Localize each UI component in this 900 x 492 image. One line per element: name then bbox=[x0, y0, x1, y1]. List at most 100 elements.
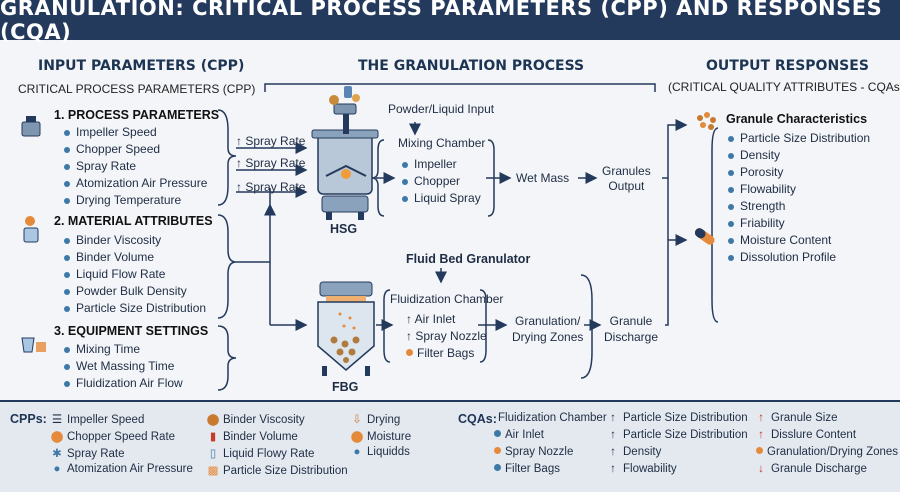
list-item: Friability bbox=[726, 215, 870, 232]
list-item: Powder Bulk Density bbox=[62, 283, 206, 300]
spray-nozzle-label: ↑ Spray Nozzle bbox=[406, 329, 487, 343]
mixing-chamber-list: Impeller Chopper Liquid Spray bbox=[400, 156, 481, 207]
granules-output-label: Granules Output bbox=[602, 164, 651, 194]
legend-text: Disslure Content bbox=[771, 429, 857, 441]
output-responses-list: Particle Size Distribution Density Poros… bbox=[726, 130, 870, 266]
input-subheader: CRITICAL PROCESS PARAMETERS (CPP) bbox=[18, 82, 256, 96]
fbg-machine-illustration bbox=[317, 281, 375, 376]
list-item: Binder Volume bbox=[62, 249, 206, 266]
list-item: Liquid Spray bbox=[400, 190, 481, 207]
list-item: Moisture Content bbox=[726, 232, 870, 249]
group-title-material-attributes: 2. MATERIAL ATTRIBUTES bbox=[54, 214, 213, 228]
list-item: Flowability bbox=[726, 181, 870, 198]
process-parameters-list: Impeller Speed Chopper Speed Spray Rate … bbox=[62, 124, 207, 209]
legend-text: Granulation/Drying Zones bbox=[767, 446, 899, 458]
up-arrow-icon: ↑ bbox=[610, 463, 616, 475]
legend-item: ⬤Moisture bbox=[350, 429, 412, 443]
spray-icon: ✱ bbox=[52, 448, 62, 460]
legend-item: ↑Density bbox=[606, 446, 661, 458]
binder-icon: ⬤ bbox=[206, 414, 220, 426]
filter-bags-dot bbox=[406, 349, 413, 356]
down-arrow-icon: ⇩ bbox=[352, 414, 362, 426]
moisture-drop-icon: ⬤ bbox=[350, 431, 364, 443]
zones-line: Granulation/ bbox=[515, 314, 581, 328]
legend: CPPs: ☰Impeller Speed ⬤Chopper Speed Rat… bbox=[0, 400, 900, 492]
legend-text: Moisture bbox=[367, 431, 412, 443]
list-item: Wet Massing Time bbox=[62, 358, 183, 375]
legend-text: Impeller Speed bbox=[67, 414, 145, 426]
legend-item: ●Atomization Air Pressure bbox=[50, 463, 193, 475]
page-title: GRANULATION: CRITICAL PROCESS PARAMETERS… bbox=[0, 0, 900, 44]
spray-rate-text: Spray Rate bbox=[245, 156, 306, 170]
discharge-line: Discharge bbox=[604, 330, 659, 344]
legend-item: Fluidization Chamber bbox=[498, 412, 607, 424]
legend-item: ↑ Disslure Content bbox=[754, 429, 856, 441]
input-icons bbox=[21, 116, 46, 353]
flow-connectors bbox=[21, 83, 719, 391]
group-title-equipment-settings: 3. EQUIPMENT SETTINGS bbox=[54, 324, 209, 338]
list-item: Chopper bbox=[400, 173, 481, 190]
list-item: Liquid Flow Rate bbox=[62, 266, 206, 283]
bullet-icon bbox=[494, 464, 501, 471]
legend-item: ⬤Chopper Speed Rate bbox=[50, 429, 176, 443]
list-item: Strength bbox=[726, 198, 870, 215]
list-item: Particle Size Distribution bbox=[726, 130, 870, 147]
legend-item: ⬤Binder Viscosity bbox=[206, 412, 305, 426]
legend-item: ↑ Particle Size Distribution bbox=[606, 429, 748, 441]
down-arrow-red-icon: ↓ bbox=[758, 463, 764, 475]
legend-text: Particle Size Distribution bbox=[623, 412, 748, 424]
spray-rate-label: ↑ Spray Rate bbox=[236, 180, 306, 194]
beaker-icon: ▯ bbox=[209, 448, 217, 460]
wet-mass-label: Wet Mass bbox=[516, 171, 570, 185]
discharge-line: Granule bbox=[609, 314, 653, 328]
legend-text: Liquidds bbox=[367, 446, 410, 458]
cup-icon: ▩ bbox=[207, 465, 219, 477]
filter-bags-label: Filter Bags bbox=[406, 346, 474, 360]
legend-text: Particle Size Distribution bbox=[223, 465, 348, 477]
bullet-icon bbox=[756, 447, 763, 454]
list-item: Density bbox=[726, 147, 870, 164]
legend-item: ● Liquidds bbox=[350, 446, 410, 458]
material-attributes-list: Binder Viscosity Binder Volume Liquid Fl… bbox=[62, 232, 206, 317]
list-item: Fluidization Air Flow bbox=[62, 375, 183, 392]
list-item: Impeller bbox=[400, 156, 481, 173]
air-inlet-text: Air Inlet bbox=[414, 312, 456, 326]
hsg-machine-illustration bbox=[311, 86, 379, 220]
legend-text: Binder Viscosity bbox=[223, 414, 305, 426]
list-item: Impeller Speed bbox=[62, 124, 207, 141]
cqas-label: CQAs: bbox=[458, 412, 497, 426]
legend-text: Spray Rate bbox=[67, 448, 125, 460]
legend-text: Liquid Flowy Rate bbox=[223, 448, 315, 460]
legend-item: ↑ Flowability bbox=[606, 463, 677, 475]
list-item: Dissolution Profile bbox=[726, 249, 870, 266]
up-arrow-icon: ↑ bbox=[610, 429, 616, 441]
spray-nozzle-text: Spray Nozzle bbox=[415, 329, 487, 343]
mixing-chamber-title: Mixing Chamber bbox=[398, 136, 486, 150]
output-subheader: (CRITICAL QUALITY ATTRIBUTES - CQAs) bbox=[668, 80, 900, 94]
legend-text: Chopper Speed Rate bbox=[67, 431, 176, 443]
fluidization-chamber-title: Fluidization Chamber bbox=[390, 292, 504, 306]
list-item: Spray Rate bbox=[62, 158, 207, 175]
air-inlet-label: ↑ Air Inlet bbox=[406, 312, 456, 326]
spray-rate-text: Spray Rate bbox=[245, 180, 306, 194]
granules-output-line: Granules bbox=[602, 164, 651, 178]
output-header: OUTPUT RESPONSES bbox=[706, 58, 869, 74]
legend-item: ▯ Liquid Flowy Rate bbox=[206, 446, 315, 460]
zones-line: Drying Zones bbox=[512, 330, 584, 344]
legend-item: ↑Particle Size Distribution bbox=[606, 412, 748, 424]
legend-text: Drying bbox=[367, 414, 401, 426]
liquid-drop-icon: ● bbox=[353, 446, 361, 458]
hsg-label: HSG bbox=[330, 222, 358, 236]
legend-text: Flowability bbox=[623, 463, 677, 475]
list-item: Binder Viscosity bbox=[62, 232, 206, 249]
list-item: Particle Size Distribution bbox=[62, 300, 206, 317]
list-item: Drying Temperature bbox=[62, 192, 207, 209]
legend-item: ↑Granule Size bbox=[754, 412, 837, 424]
bullet-icon bbox=[494, 430, 501, 437]
up-arrow-red-icon: ↑ bbox=[758, 429, 764, 441]
hsg-input-label: Powder/Liquid Input bbox=[388, 102, 495, 116]
legend-text: Particle Size Distribution bbox=[623, 429, 748, 441]
fbg-label: FBG bbox=[332, 380, 359, 394]
legend-text: Spray Nozzle bbox=[505, 446, 574, 458]
output-icons bbox=[694, 112, 716, 245]
